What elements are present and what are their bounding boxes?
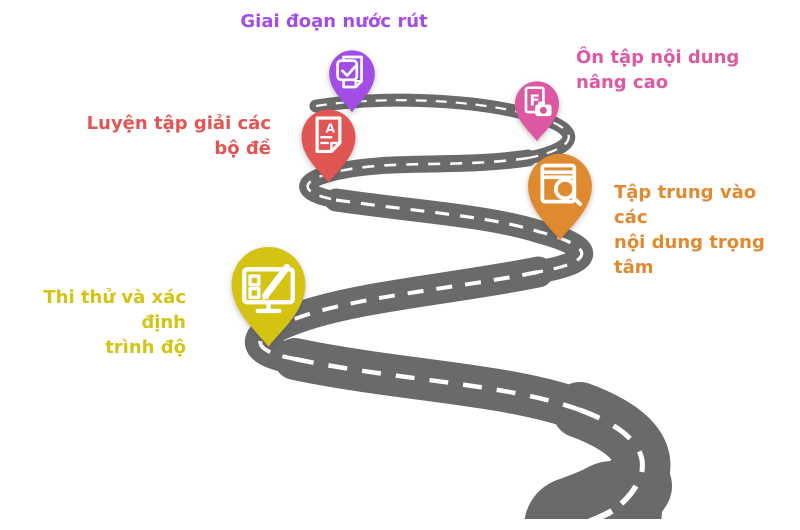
label-line: bộ đề <box>214 138 271 159</box>
milestone-pin-practice-tests: A <box>301 109 356 183</box>
milestone-label-mock-test: Thi thử và xác định trình độ <box>8 285 186 360</box>
label-line: trình độ <box>105 337 186 358</box>
exam-screen-pencil-icon <box>242 263 295 314</box>
checked-paper-icon <box>336 55 363 89</box>
document-photo-icon: F <box>524 86 552 117</box>
book-magnifier-icon <box>540 163 583 207</box>
road-dash <box>335 198 584 274</box>
milestone-label-sprint-phase: Giai đoạn nước rút <box>214 9 454 34</box>
label-line: Thi thử và xác định <box>43 287 186 333</box>
road-dash <box>294 356 581 413</box>
milestone-pin-sprint-phase <box>329 50 375 113</box>
label-line: Ôn tập nội dung <box>576 47 740 68</box>
road-dash <box>610 484 639 514</box>
road-dash <box>258 270 539 361</box>
road-dash <box>579 407 645 488</box>
label-line: Giai đoạn nước rút <box>240 11 428 32</box>
milestone-pin-advanced-review: F <box>514 81 560 142</box>
milestone-label-practice-tests: Luyện tập giải các bộ đề <box>50 111 271 161</box>
grade-letter: A <box>326 121 336 135</box>
milestone-pin-core-content <box>528 153 592 241</box>
road-dash <box>306 156 529 202</box>
milestone-pin-mock-test <box>231 246 306 347</box>
camera-lens <box>539 106 547 114</box>
label-line: Luyện tập giải các <box>86 113 271 134</box>
label-line: Tập trung vào các <box>614 182 757 228</box>
road-dash <box>587 508 614 519</box>
label-line: nội dung trọng tâm <box>614 232 765 278</box>
graded-paper-icon: A <box>315 116 342 154</box>
document-letter: F <box>529 92 539 110</box>
milestone-label-advanced-review: Ôn tập nội dung nâng cao <box>576 45 751 95</box>
milestone-label-core-content: Tập trung vào các nội dung trọng tâm <box>614 180 792 280</box>
pin-shape <box>301 109 356 183</box>
label-line: nâng cao <box>576 72 669 93</box>
